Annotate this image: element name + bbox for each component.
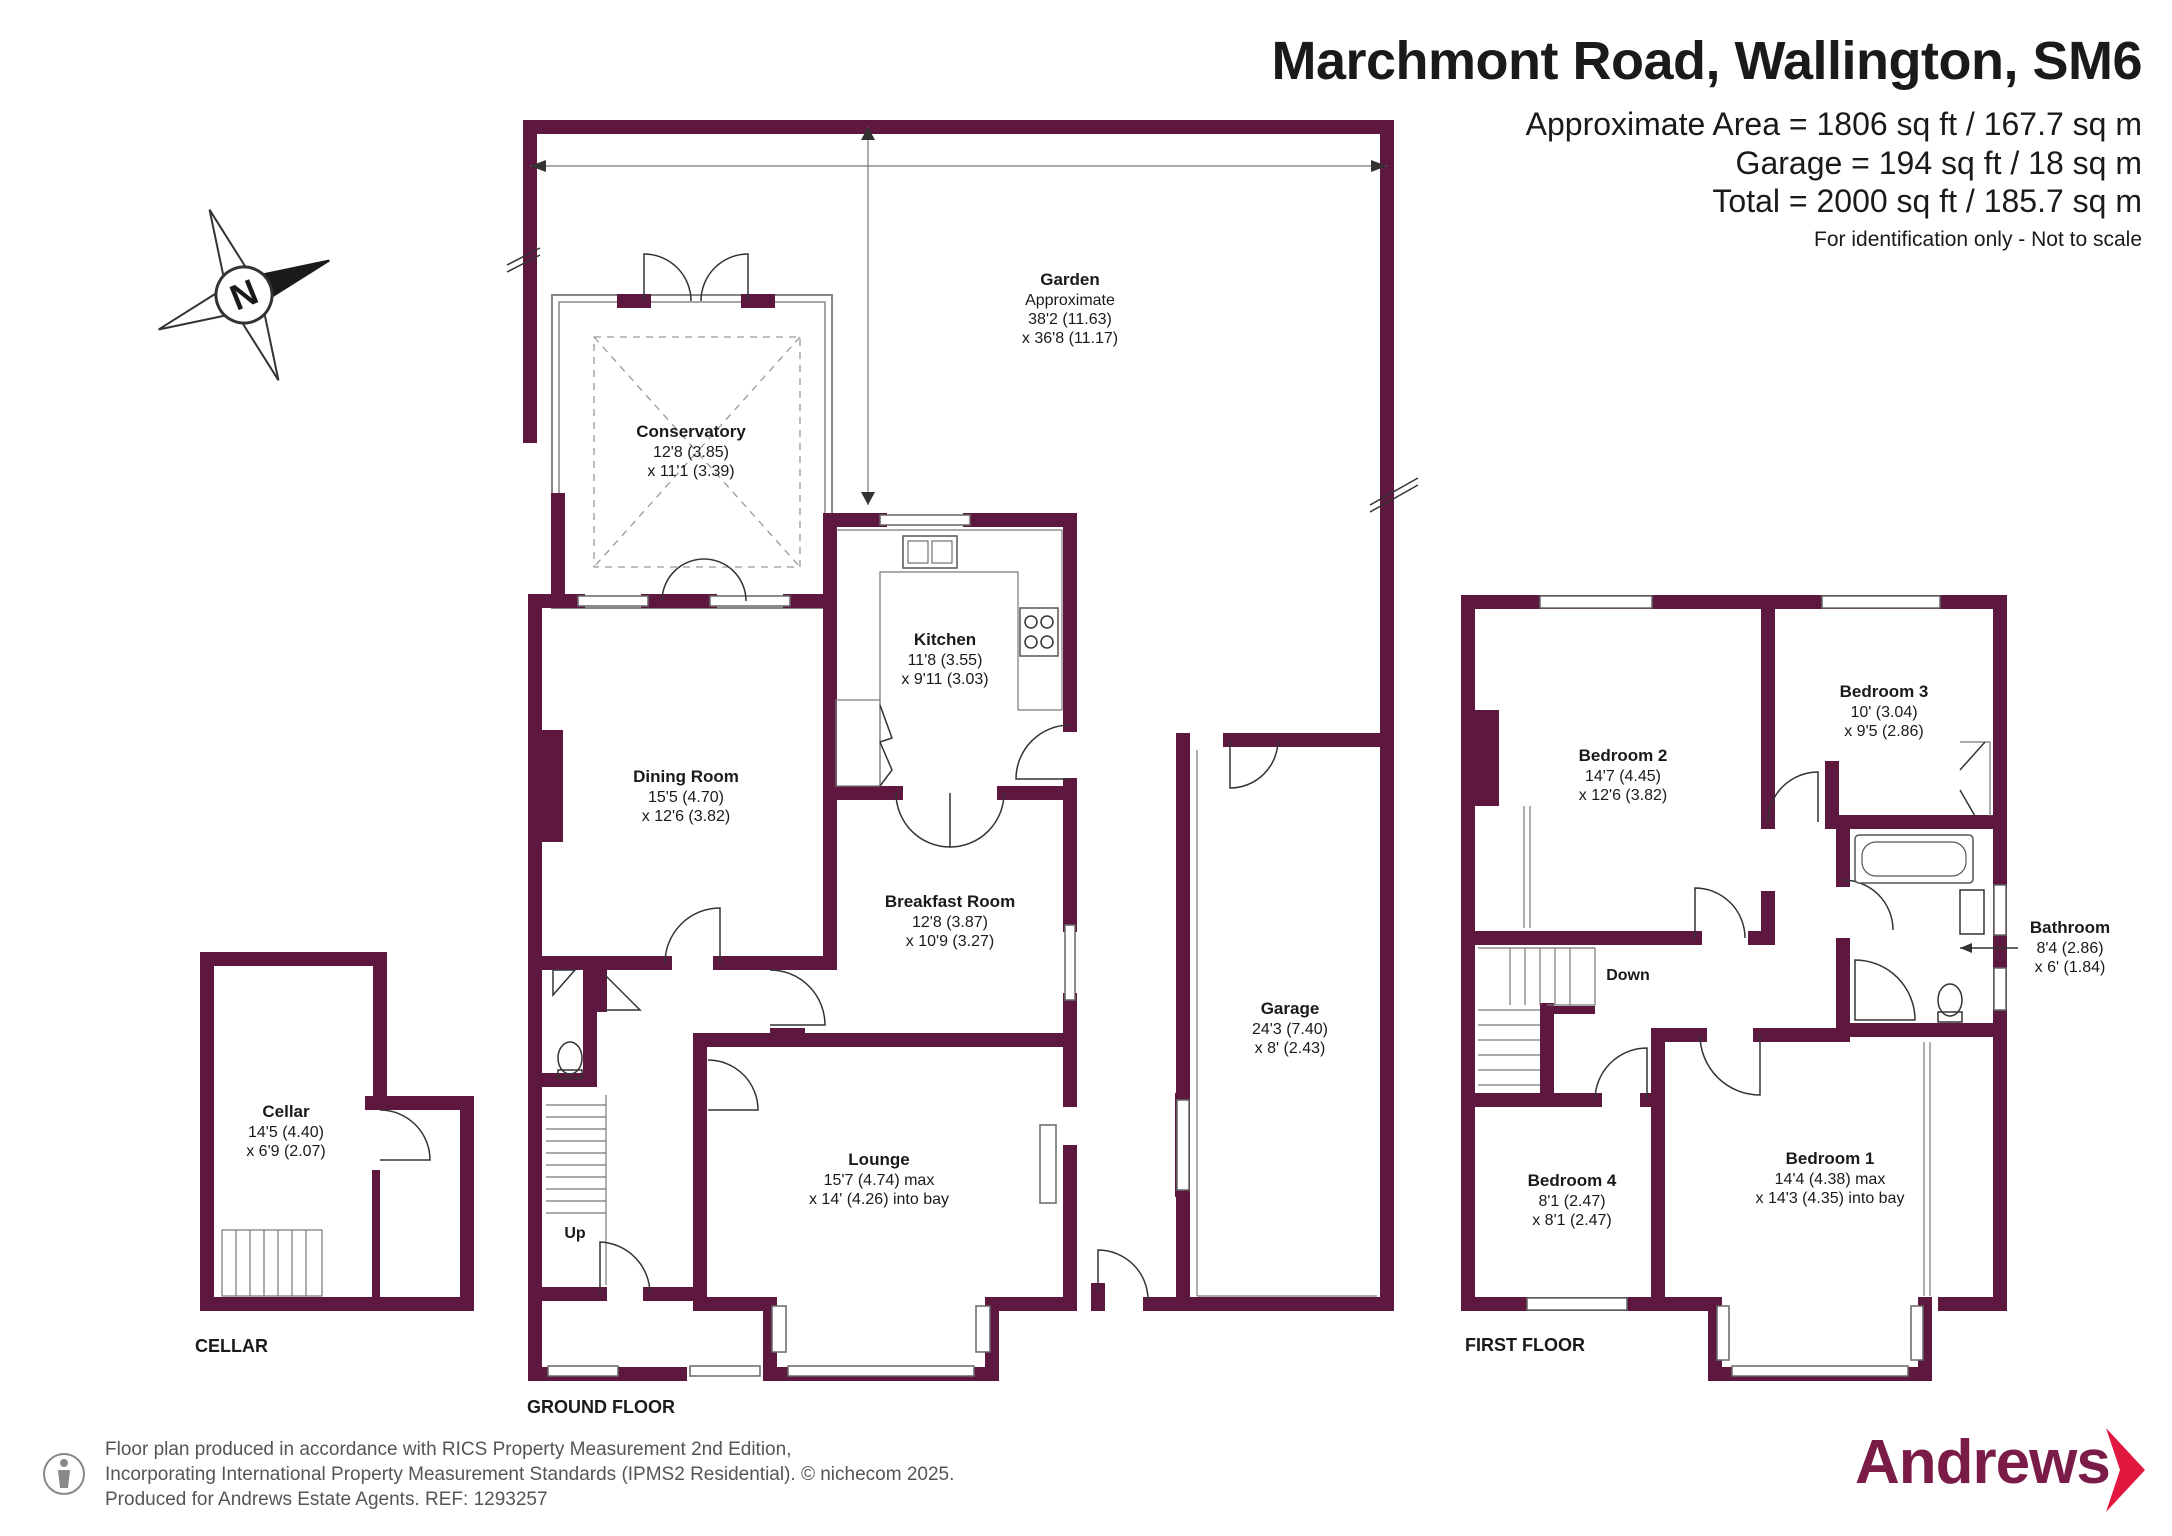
- bedroom-2-detail-2: x 12'6 (3.82): [1579, 787, 1667, 804]
- footer-credits: Floor plan produced in accordance with R…: [105, 1437, 954, 1512]
- garden-area: [506, 120, 1419, 740]
- bedroom-3-detail-1: 10' (3.04): [1850, 704, 1917, 721]
- bedroom-4-detail-1: 8'1 (2.47): [1538, 1193, 1605, 1210]
- footer-line-3: Produced for Andrews Estate Agents. REF:…: [105, 1489, 548, 1510]
- dining-room-detail-1: 15'5 (4.70): [648, 789, 724, 806]
- garage-detail-1: 24'3 (7.40): [1252, 1021, 1328, 1038]
- dining-room-label: Dining Room: [633, 767, 739, 786]
- garden-detail-3: x 36'8 (11.17): [1022, 330, 1118, 347]
- conservatory-detail-1: 12'8 (3.85): [653, 444, 729, 461]
- bedroom-2-detail-1: 14'7 (4.45): [1585, 768, 1661, 785]
- bedroom-3-label: Bedroom 3: [1840, 682, 1929, 701]
- bedroom-4-detail-2: x 8'1 (2.47): [1532, 1212, 1612, 1229]
- bedroom-1-detail-2: x 14'3 (4.35) into bay: [1756, 1190, 1905, 1207]
- garden-detail-2: 38'2 (11.63): [1028, 311, 1112, 328]
- bathroom-label: Bathroom: [2030, 918, 2110, 937]
- floor-label-ground: GROUND FLOOR: [527, 1397, 675, 1417]
- dining-room-detail-2: x 12'6 (3.82): [642, 808, 730, 825]
- kitchen-label: Kitchen: [914, 630, 976, 649]
- footer-line-2: Incorporating International Property Mea…: [105, 1464, 955, 1485]
- conservatory-detail-2: x 11'1 (3.39): [647, 463, 734, 480]
- bedroom-1-detail-1: 14'4 (4.38) max: [1775, 1171, 1886, 1188]
- garage-area: Garage = 194 sq ft / 18 sq m: [1735, 145, 2142, 181]
- footer-line-1: Floor plan produced in accordance with R…: [105, 1439, 792, 1460]
- floor-label-first: FIRST FLOOR: [1465, 1335, 1585, 1355]
- conservatory-label: Conservatory: [636, 422, 746, 441]
- approximate-area: Approximate Area = 1806 sq ft / 167.7 sq…: [1525, 106, 2142, 142]
- person-icon: [43, 1453, 85, 1495]
- bedroom-1-label: Bedroom 1: [1786, 1149, 1875, 1168]
- kitchen-detail-1: 11'8 (3.55): [908, 652, 983, 669]
- stairs-down-label: Down: [1606, 967, 1650, 984]
- cellar-detail-1: 14'5 (4.40): [248, 1124, 324, 1141]
- lounge-detail-1: 15'7 (4.74) max: [824, 1172, 935, 1189]
- breakfast-room-detail-1: 12'8 (3.87): [912, 914, 988, 931]
- cellar-label: Cellar: [262, 1102, 310, 1121]
- bathroom-detail-2: x 6' (1.84): [2035, 959, 2106, 976]
- breakfast-room-detail-2: x 10'9 (3.27): [906, 933, 994, 950]
- bedroom-3-detail-2: x 9'5 (2.86): [1844, 723, 1924, 740]
- ground-floor-fittings: [546, 529, 1149, 1301]
- garage-detail-2: x 8' (2.43): [1255, 1040, 1326, 1057]
- breakfast-room-label: Breakfast Room: [885, 892, 1015, 911]
- garage-label: Garage: [1261, 999, 1320, 1018]
- lounge-label: Lounge: [848, 1150, 909, 1169]
- bedroom-4-label: Bedroom 4: [1528, 1171, 1617, 1190]
- disclaimer-note: For identification only - Not to scale: [1814, 228, 2142, 251]
- lounge-detail-2: x 14' (4.26) into bay: [809, 1191, 949, 1208]
- brand-arrow-icon: [2106, 1428, 2145, 1512]
- garden-detail-1: Approximate: [1025, 292, 1115, 309]
- property-title: Marchmont Road, Wallington, SM6: [1271, 31, 2143, 91]
- stairs-up-label: Up: [564, 1225, 586, 1242]
- kitchen-detail-2: x 9'11 (3.03): [901, 671, 988, 688]
- cellar-detail-2: x 6'9 (2.07): [246, 1143, 326, 1160]
- total-area: Total = 2000 sq ft / 185.7 sq m: [1712, 183, 2142, 219]
- garden-label: Garden: [1040, 270, 1100, 289]
- bedroom-2-label: Bedroom 2: [1579, 746, 1668, 765]
- cellar-room: [200, 952, 474, 1311]
- compass-north-arrow-icon: [158, 209, 330, 381]
- garage-room: [1175, 733, 1394, 1311]
- andrews-logo: Andrews: [1855, 1428, 2111, 1497]
- ground-floor-walls: [528, 513, 1183, 1381]
- floor-label-cellar: CELLAR: [195, 1336, 268, 1356]
- bathroom-detail-1: 8'4 (2.86): [2036, 940, 2103, 957]
- first-floor-fittings: [1478, 741, 1991, 1296]
- first-floor-walls: [1461, 595, 2007, 1381]
